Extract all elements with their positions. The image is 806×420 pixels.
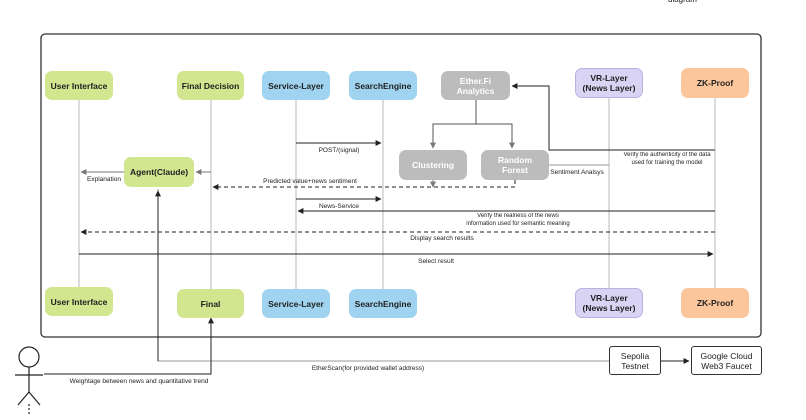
label-post-signal: POST/(signal) bbox=[319, 147, 360, 154]
node-service-layer-top[interactable]: Service-Layer bbox=[262, 71, 330, 100]
node-final-bottom[interactable]: Final bbox=[177, 289, 244, 318]
node-zk-proof-top[interactable]: ZK-Proof bbox=[681, 68, 749, 98]
label-explanation: Explanation bbox=[87, 176, 121, 183]
messages bbox=[79, 83, 715, 257]
node-vr-layer-bottom[interactable]: VR-Layer (News Layer) bbox=[575, 288, 643, 318]
node-clustering[interactable]: Clustering bbox=[399, 150, 467, 180]
label-sentiment: Sentiment Analsys bbox=[550, 169, 604, 176]
node-final-decision[interactable]: Final Decision bbox=[177, 71, 244, 100]
node-random-forest[interactable]: Random Forest bbox=[481, 150, 549, 180]
node-google-cloud-faucet[interactable]: Google Cloud Web3 Faucet bbox=[691, 346, 762, 375]
label-weightage: Weightage between news and quantitative … bbox=[70, 378, 209, 385]
node-zk-proof-bottom[interactable]: ZK-Proof bbox=[681, 288, 749, 318]
node-user-interface-bottom[interactable]: User Interface bbox=[45, 287, 113, 316]
label-verify-data: Verify the authenticity of the data used… bbox=[623, 152, 711, 166]
arrow-verify-data bbox=[511, 83, 715, 151]
node-sepolia-testnet[interactable]: Sepolia Testnet bbox=[609, 346, 661, 375]
arrow-predicted bbox=[212, 180, 516, 190]
user-actor-icon bbox=[15, 346, 43, 414]
label-select: Select result bbox=[418, 258, 454, 265]
node-vr-layer-top[interactable]: VR-Layer (News Layer) bbox=[575, 68, 643, 98]
corner-text: diagram bbox=[668, 0, 697, 4]
label-news-service: News-Service bbox=[319, 203, 359, 210]
label-display: Display search results bbox=[410, 235, 474, 242]
label-predicted: Predicted value+news sentiment bbox=[263, 178, 357, 185]
label-etherscan: EtherScan(for provided wallet address) bbox=[312, 365, 424, 372]
node-etherfi-analytics[interactable]: Ether.Fi Analytics bbox=[441, 71, 510, 100]
node-search-engine-bottom[interactable]: SearchEngine bbox=[349, 289, 417, 318]
diagram-frame bbox=[40, 33, 762, 338]
node-agent-claude[interactable]: Agent(Claude) bbox=[124, 157, 194, 187]
node-search-engine-top[interactable]: SearchEngine bbox=[349, 71, 417, 100]
lifelines bbox=[78, 98, 716, 289]
arrow-weightage bbox=[44, 317, 214, 375]
label-verify-news: Verify the realness of the news informat… bbox=[466, 213, 570, 227]
node-user-interface-top[interactable]: User Interface bbox=[45, 71, 113, 100]
node-service-layer-bottom[interactable]: Service-Layer bbox=[262, 289, 330, 318]
etherfi-connectors bbox=[430, 100, 515, 149]
